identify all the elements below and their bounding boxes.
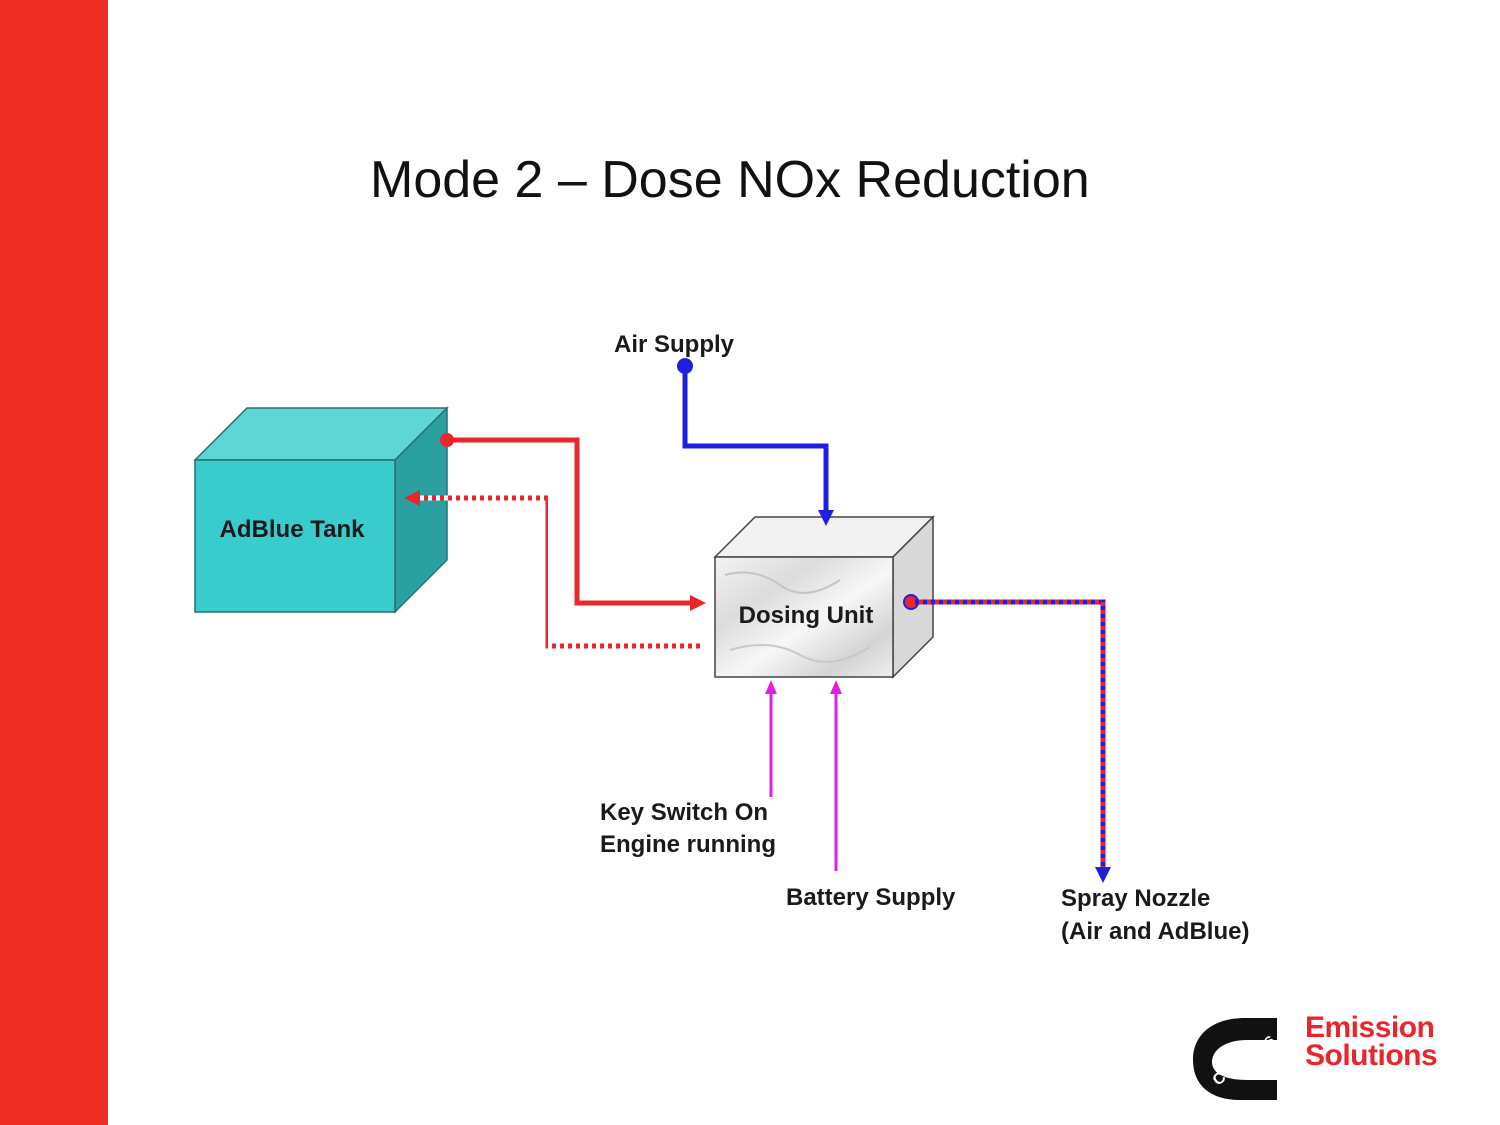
spray-nozzle-label-line1: Spray Nozzle [1061, 885, 1210, 912]
accent-side-bar [0, 0, 108, 1125]
dosing-unit-label: Dosing Unit [739, 602, 874, 629]
logo-line-solutions: Solutions [1305, 1039, 1438, 1072]
key-switch-label-line1: Key Switch On [600, 799, 768, 826]
key-switch-signal-line [765, 680, 777, 797]
adblue-return-line [404, 490, 700, 649]
adblue-tank: AdBlue Tank [193, 406, 449, 614]
emission-solutions-logo: Emission Solutions [1305, 1011, 1438, 1072]
slide-title: Mode 2 – Dose NOx Reduction [370, 151, 1090, 209]
battery-supply-line [830, 680, 842, 871]
battery-supply-label: Battery Supply [786, 884, 956, 911]
spray-nozzle-label-line2: (Air and AdBlue) [1061, 918, 1249, 945]
key-switch-label-line2: Engine running [600, 831, 776, 858]
adblue-tank-label: AdBlue Tank [220, 516, 366, 543]
air-supply-line [677, 358, 834, 526]
spray-nozzle-line [903, 594, 1111, 883]
dosing-unit: Dosing Unit [713, 515, 935, 679]
air-supply-label: Air Supply [614, 331, 735, 358]
logo-line-emission: Emission [1305, 1011, 1435, 1044]
cummins-logo-icon: Cummins [1193, 1018, 1278, 1100]
adblue-supply-line [440, 433, 706, 611]
